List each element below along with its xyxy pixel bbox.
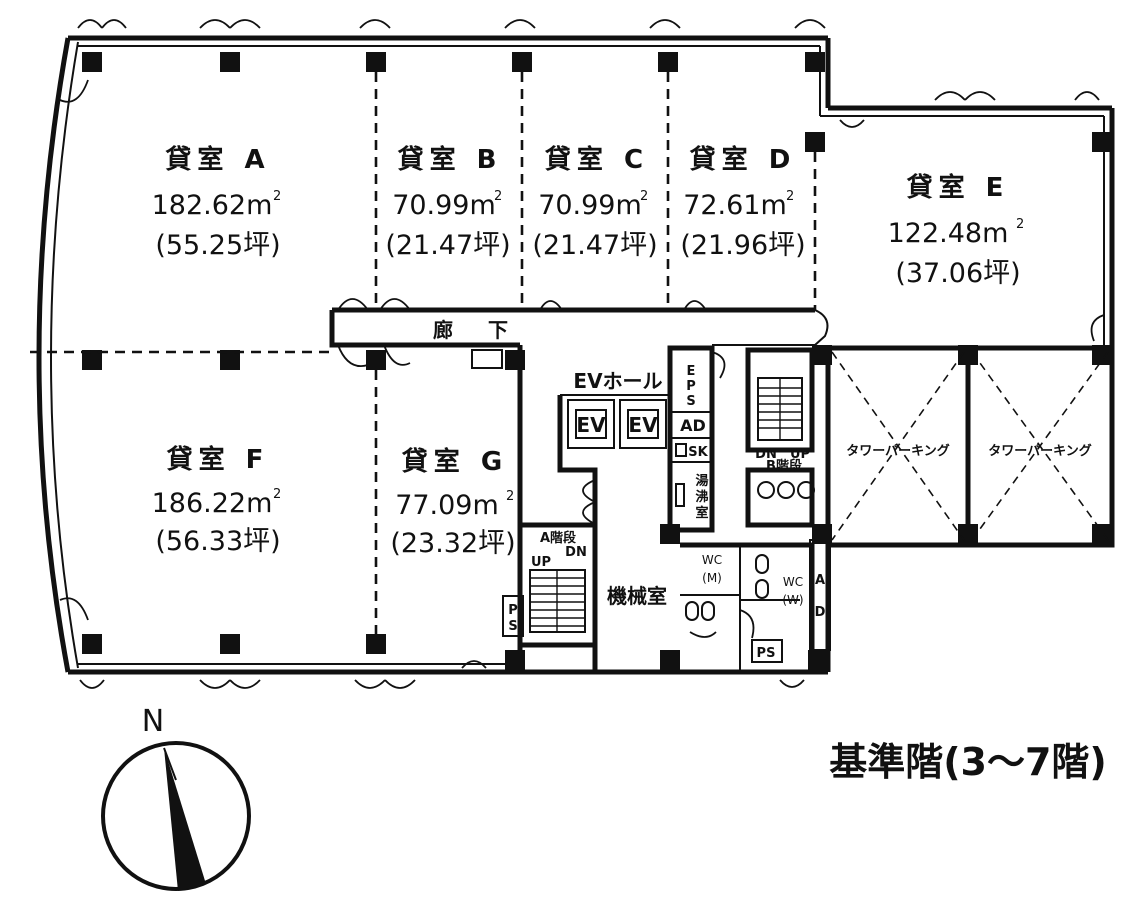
kettle-label-2: 沸 [695,489,708,505]
svg-text:(56.33坪): (56.33坪) [155,526,280,557]
wc-w-label: WC [783,575,803,589]
svg-text:186.22m: 186.22m [152,488,273,519]
corridor-label: 廊 [433,318,453,342]
svg-text:貸室 G: 貸室 G [401,446,508,477]
svg-text:2: 2 [273,487,281,502]
eps-label-s: S [686,394,695,409]
tower-parking-1-label: タワーパーキング [846,443,949,459]
svg-text:182.62m: 182.62m [152,190,273,221]
svg-text:貸室 E: 貸室 E [906,172,1010,203]
stair-a-up: UP [531,555,551,570]
stair-a-plan [502,522,598,648]
window-symbols [59,19,1105,689]
corridor-walls [329,298,829,672]
svg-text:77.09m: 77.09m [395,490,499,521]
svg-text:(55.25坪): (55.25坪) [155,230,280,261]
tenant-partitions [30,72,817,634]
svg-text:2: 2 [506,489,514,504]
svg-text:2: 2 [640,189,648,204]
corridor-label-2: 下 [488,318,508,342]
room-a-label: 貸室 A 182.62m 2 (55.25坪) [152,144,282,261]
compass-north-label: N [142,704,164,739]
service-core [667,345,726,533]
eps-label-e: E [687,364,696,379]
svg-text:貸室 C: 貸室 C [544,144,649,175]
wc-w-sub: (W) [782,593,803,607]
svg-text:(23.32坪): (23.32坪) [390,528,515,559]
svg-text:72.61m: 72.61m [683,190,787,221]
svg-text:122.48m: 122.48m [888,218,1009,249]
ad-label: AD [680,416,706,435]
compass-ring [101,741,251,891]
svg-text:70.99m: 70.99m [392,190,496,221]
exterior-walls [36,35,1115,675]
room-c-label: 貸室 C 70.99m 2 (21.47坪) [532,144,657,261]
svg-text:70.99m: 70.99m [538,190,642,221]
ps-left-p: P [508,603,518,618]
ad-right-a: A [815,573,825,588]
svg-text:2: 2 [273,189,281,204]
ev-hall-label: EVホール [573,369,662,393]
svg-text:(37.06坪): (37.06坪) [895,258,1020,289]
stair-b-up: UP [790,447,810,462]
compass: N [101,704,251,891]
svg-text:貸室 D: 貸室 D [689,144,797,175]
room-f-label: 貸室 F 186.22m 2 (56.33坪) [152,444,282,557]
tower-parking-2-label: タワーパーキング [988,443,1091,459]
machine-room-label: 機械室 [607,584,667,608]
svg-text:(21.47坪): (21.47坪) [532,230,657,261]
eps-label-p: P [686,379,696,394]
svg-text:2: 2 [494,189,502,204]
stair-a-dn: DN [565,545,587,560]
room-d-label: 貸室 D 72.61m 2 (21.96坪) [680,144,805,261]
svg-text:貸室 F: 貸室 F [166,444,270,475]
room-b-label: 貸室 B 70.99m 2 (21.47坪) [385,144,510,261]
ev-2-label: EV [628,413,658,437]
svg-text:2: 2 [1016,217,1024,232]
ad-right-d: D [815,605,826,620]
kettle-label-3: 室 [695,505,708,521]
compass-needle-tip [163,747,177,781]
compass-needle-icon [164,748,206,891]
stair-b-plan [745,347,815,528]
tower-parking-bays [825,345,1115,548]
svg-text:貸室 B: 貸室 B [397,144,503,175]
wc-m-sub: (M) [702,571,722,585]
svg-text:2: 2 [786,189,794,204]
ev-1-label: EV [576,413,606,437]
stair-b-dn: DN [755,447,777,462]
ps-left-s: S [508,619,517,634]
room-g-label: 貸室 G 77.09m 2 (23.32坪) [390,446,515,559]
sk-label: SK [688,445,708,460]
stair-b-name: B階段 [766,458,802,474]
wc-m-label: WC [702,553,722,567]
toilets-plan [680,539,831,672]
room-e-label: 貸室 E 122.48m 2 (37.06坪) [888,172,1025,289]
stair-a-name: A階段 [540,530,576,546]
ps-bottom-label: PS [757,646,776,661]
kettle-label-1: 湯 [695,473,708,489]
svg-text:(21.96坪): (21.96坪) [680,230,805,261]
svg-text:貸室 A: 貸室 A [164,144,270,175]
svg-text:(21.47坪): (21.47坪) [385,230,510,261]
floor-title: 基準階(3〜7階) [829,740,1107,784]
